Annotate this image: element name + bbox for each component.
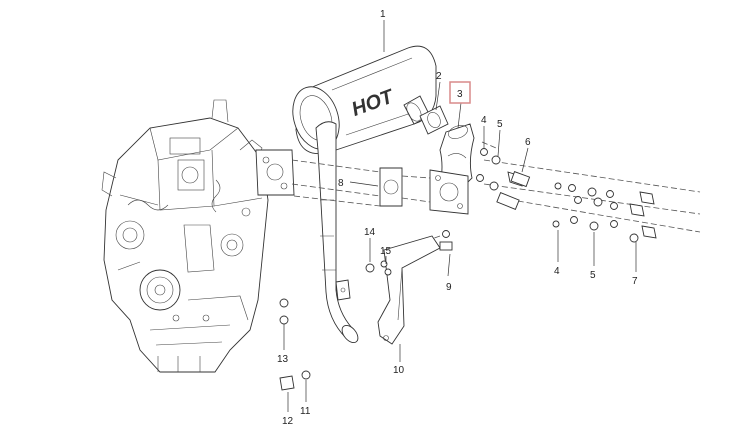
fasteners-right [476, 148, 657, 243]
callout-7: 7 [632, 276, 638, 287]
callout-5-lower: 5 [590, 270, 596, 281]
callout-9: 9 [446, 282, 452, 293]
callout-8: 8 [338, 178, 344, 189]
manifold-flange [255, 149, 295, 196]
callout-10: 10 [393, 365, 405, 376]
support-bracket-10 [377, 235, 441, 345]
callout-12: 12 [282, 416, 294, 427]
callout-4-upper: 4 [481, 115, 487, 126]
fasteners-bracket [365, 230, 453, 276]
tail-pipe [315, 121, 359, 344]
engine-block [101, 99, 269, 373]
callout-1: 1 [380, 9, 386, 20]
callout-2: 2 [436, 71, 442, 82]
callout-3: 3 [457, 89, 463, 100]
leader-lines [283, 20, 637, 412]
gasket-2 [419, 105, 449, 135]
callout-15: 15 [380, 246, 392, 257]
callout-4-lower: 4 [554, 266, 560, 277]
assembly-lines [291, 141, 701, 245]
callout-3-highlight [449, 81, 471, 104]
pipe-clamp [335, 279, 351, 301]
callout-13: 13 [277, 354, 289, 365]
callout-labels: 1 2 3 4 5 6 8 9 14 15 4 5 7 10 11 12 13 [277, 9, 638, 427]
callout-14: 14 [364, 227, 376, 238]
mount-plate [379, 167, 469, 215]
muffler: HOT [292, 45, 437, 155]
fasteners-bottom-left [279, 298, 311, 391]
callout-5-upper: 5 [497, 119, 503, 130]
callout-6: 6 [525, 137, 531, 148]
callout-11: 11 [300, 406, 311, 417]
